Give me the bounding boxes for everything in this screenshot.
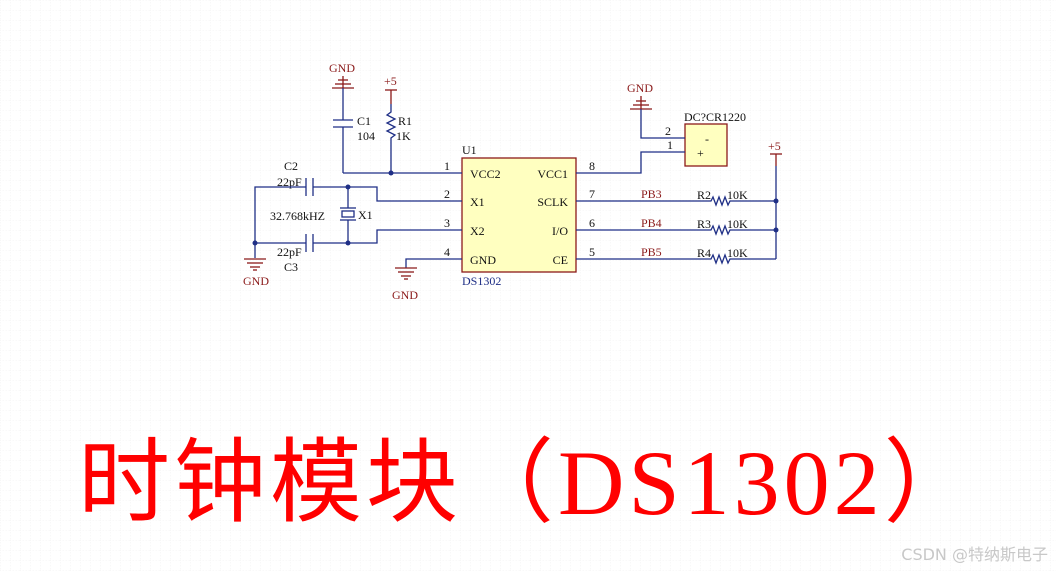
r1-value: 1K [396, 129, 411, 143]
r2-ref: R2 [697, 188, 711, 202]
r1-ref: R1 [398, 114, 412, 128]
c1-value: 104 [357, 129, 375, 143]
u1-pin1-num: 1 [444, 159, 450, 173]
junction-cap-gnd [252, 240, 258, 246]
net-pb4: PB4 [606, 216, 695, 231]
wire-x2 [313, 229, 432, 244]
battery-label: DC?CR1220 [684, 110, 746, 124]
u1-pin6-num: 6 [589, 216, 595, 230]
c3-capacitor[interactable]: 22pF C3 [277, 234, 314, 274]
u1-pin3-num: 3 [444, 216, 450, 230]
pb5-label: PB5 [641, 245, 662, 259]
u1-pin3-name: X2 [470, 224, 485, 238]
r3-ref: R3 [697, 217, 711, 231]
junction-r2 [773, 198, 779, 204]
vcc-label-pullup: +5 [768, 139, 781, 153]
u1-pin8-name: VCC1 [537, 167, 568, 181]
r2-value: 10K [727, 188, 748, 202]
battery-pin1-num: 1 [667, 138, 673, 152]
c3-ref: C3 [284, 260, 298, 274]
watermark: CSDN @特纳斯电子 [901, 545, 1048, 564]
c1-capacitor[interactable]: C1 104 [333, 88, 375, 173]
u1-part: DS1302 [462, 274, 501, 288]
x1-crystal[interactable]: 32.768kHZ X1 [270, 187, 373, 243]
r3-value: 10K [727, 217, 748, 231]
page-title: 时钟模块（DS1302） [78, 432, 980, 534]
u1-pin6-name: I/O [552, 224, 568, 238]
x1-ref: X1 [358, 208, 373, 222]
c2-capacitor[interactable]: C2 22pF [277, 159, 314, 196]
battery-plus: + [697, 146, 704, 160]
u1-pin4-num: 4 [444, 245, 450, 259]
u1-pin5-num: 5 [589, 245, 595, 259]
vcc-label-r1: +5 [384, 74, 397, 88]
gnd-symbol-pin4: GND [392, 267, 418, 302]
u1-pin7-name: SCLK [537, 195, 568, 209]
u1-ds1302[interactable]: U1 DS1302 VCC2 X1 X2 GND VCC1 SCLK I/O C… [432, 143, 606, 288]
net-pb3: PB3 [606, 187, 695, 202]
r4-value: 10K [727, 246, 748, 260]
u1-pin7-num: 7 [589, 187, 595, 201]
wire-gnd-pin4 [405, 258, 432, 268]
r4-ref: R4 [697, 246, 711, 260]
u1-pin2-num: 2 [444, 187, 450, 201]
junction-vcc2 [388, 170, 394, 176]
junction-r3 [773, 227, 779, 233]
u1-body [461, 157, 577, 273]
wire-battery-gnd [640, 109, 685, 139]
gnd-label-crystal: GND [243, 274, 269, 288]
gnd-label-pin4: GND [392, 288, 418, 302]
net-pb5: PB5 [606, 245, 695, 260]
r2-resistor[interactable]: R2 10K [695, 188, 776, 207]
r1-resistor[interactable]: R1 1K [385, 104, 412, 173]
gnd-symbol-crystal: GND [243, 258, 269, 288]
battery-pin2-num: 2 [665, 124, 671, 138]
vcc-symbol-pullup: +5 [768, 139, 782, 166]
u1-pin4-name: GND [470, 253, 496, 267]
c2-value: 22pF [277, 175, 302, 189]
gnd-label-top: GND [329, 61, 355, 75]
c3-value: 22pF [277, 245, 302, 259]
u1-ref: U1 [462, 143, 477, 157]
u1-pin2-name: X1 [470, 195, 485, 209]
c1-ref: C1 [357, 114, 371, 128]
wire-battery-vcc1 [606, 151, 685, 174]
r4-resistor[interactable]: R4 10K [695, 246, 776, 265]
pb4-label: PB4 [641, 216, 662, 230]
junction-x1 [345, 184, 351, 190]
x1-value: 32.768kHZ [270, 209, 325, 223]
u1-pin8-num: 8 [589, 159, 595, 173]
wire-x1 [313, 186, 432, 202]
c2-ref: C2 [284, 159, 298, 173]
u1-pin1-name: VCC2 [470, 167, 501, 181]
u1-pin5-name: CE [553, 253, 568, 267]
wire-cap-ground [254, 186, 306, 244]
r3-resistor[interactable]: R3 10K [695, 217, 776, 236]
battery-cr1220[interactable]: DC?CR1220 - + 2 1 [665, 110, 746, 167]
vcc-symbol-r1: +5 [384, 74, 397, 104]
gnd-label-battery: GND [627, 81, 653, 95]
battery-minus: - [705, 132, 709, 146]
junction-x2 [345, 240, 351, 246]
pb3-label: PB3 [641, 187, 662, 201]
battery-body [684, 123, 728, 167]
